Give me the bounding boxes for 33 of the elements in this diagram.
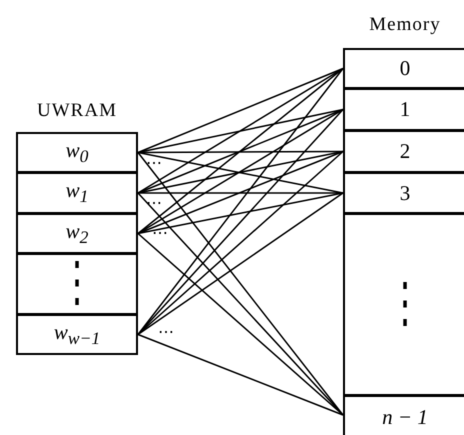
memory-cell: w$_{0}$ [16, 132, 138, 173]
memory-cell: 0 [343, 48, 464, 89]
connector-line [138, 68, 344, 194]
connector-line [138, 192, 343, 194]
memory-cell: n − 1 [343, 395, 464, 435]
connector-line [138, 108, 344, 194]
connector-line [138, 232, 344, 416]
memory-cell: ⋮ [343, 213, 464, 396]
connector-line [137, 192, 344, 416]
connector-line [138, 192, 344, 234]
memory-cell: 1 [343, 88, 464, 131]
ellipsis-mark: ⋯ [146, 154, 162, 173]
ellipsis-mark: ⋯ [146, 194, 162, 213]
memory-heading: Memory [368, 14, 442, 36]
connector-line [138, 68, 344, 234]
connector-line [137, 109, 344, 335]
connector-line [138, 192, 344, 336]
ellipsis-mark: ⋯ [152, 224, 168, 243]
memory-cell: 2 [343, 130, 464, 173]
connector-line [138, 68, 344, 154]
memory-cell: w$_{2}$ [16, 213, 138, 254]
connector-line [138, 334, 344, 416]
connector-line [137, 68, 344, 335]
memory-cell: 3 [343, 172, 464, 214]
memory-cell: w$_{1}$ [16, 172, 138, 214]
connector-line [138, 150, 344, 336]
connector-line [138, 108, 344, 154]
memory-cell: w$_{w−1}$ [16, 314, 138, 355]
connector-line [138, 150, 344, 234]
connector-line [137, 152, 344, 416]
ellipsis-mark: ⋯ [158, 323, 174, 342]
memory-heading: UWRAM [36, 100, 118, 122]
memory-cell: ⋮ [16, 253, 138, 315]
